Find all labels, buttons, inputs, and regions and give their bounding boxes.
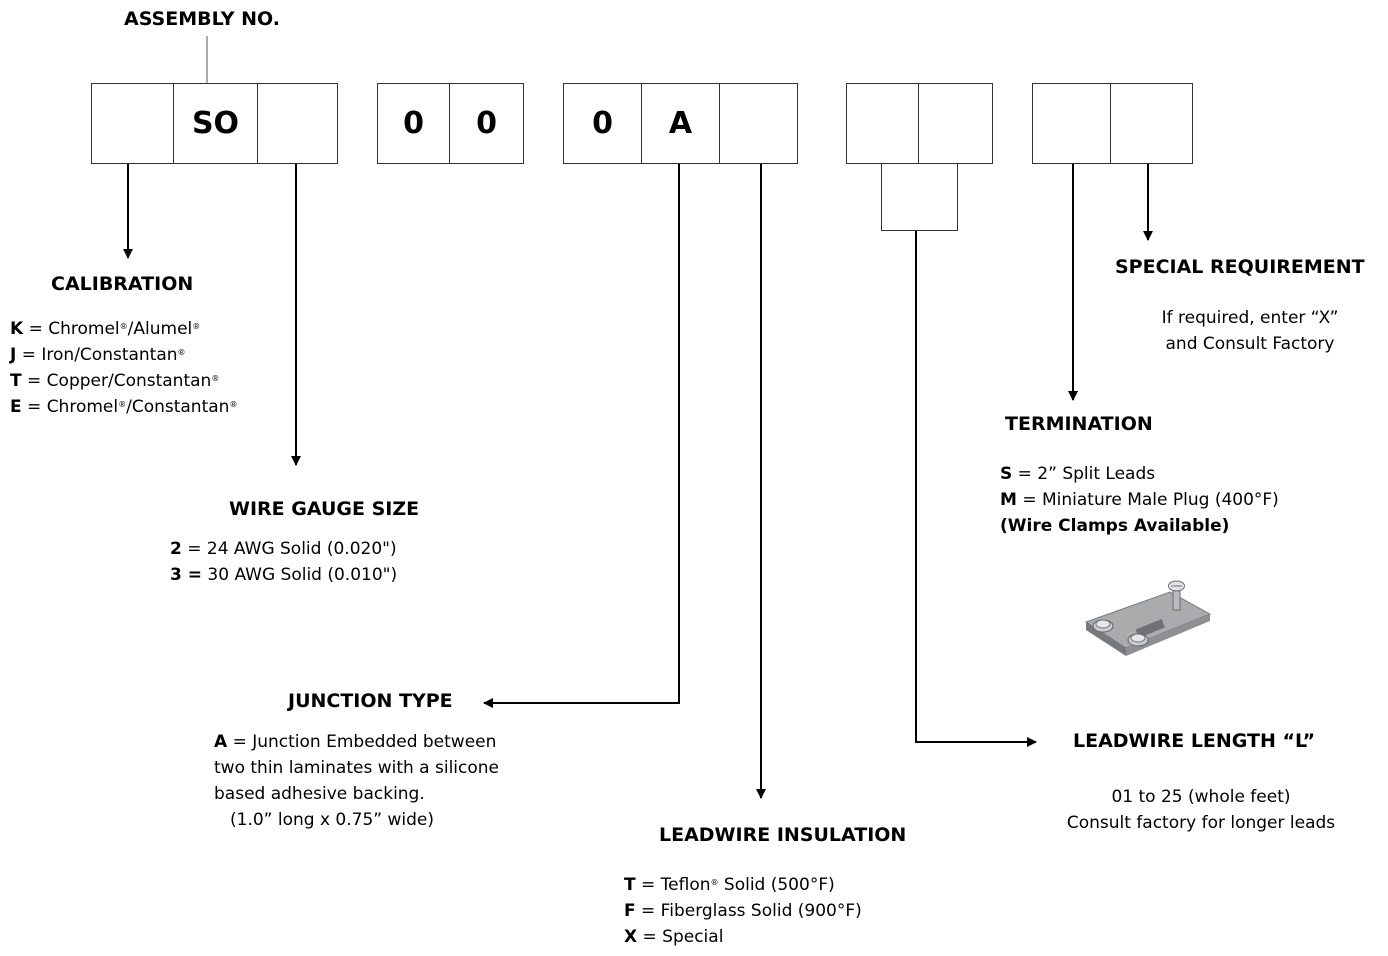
junction-type-description: A = Junction Embedded between two thin l… xyxy=(214,732,500,830)
junction-type-code-box[interactable]: A xyxy=(641,83,720,164)
fixed-digit-box-1: 0 xyxy=(377,83,450,164)
calibration-item-e: E = Chromel®/Constantan® xyxy=(10,397,238,417)
wire-gauge-code-box[interactable] xyxy=(257,83,338,164)
calibration-item-k: K = Chromel®/Alumel® xyxy=(10,319,201,339)
calibration-code-box[interactable] xyxy=(91,83,174,164)
length-lower-box[interactable] xyxy=(881,163,958,231)
calibration-title: CALIBRATION xyxy=(51,273,194,295)
length-code-box-1[interactable] xyxy=(846,83,919,164)
fixed-digit-box-2: 0 xyxy=(449,83,524,164)
termination-item-m: M = Miniature Male Plug (400°F) xyxy=(1000,490,1279,510)
assembly-number-label: ASSEMBLY NO. xyxy=(124,8,280,30)
leadwire-insulation-title: LEADWIRE INSULATION xyxy=(659,824,907,846)
insulation-code-box[interactable] xyxy=(719,83,798,164)
junction-type-title: JUNCTION TYPE xyxy=(288,690,453,712)
fixed-digit-box-3: 0 xyxy=(563,83,642,164)
leadwire-length-title: LEADWIRE LENGTH “L” xyxy=(1073,730,1316,752)
wire-clamp-image xyxy=(1084,580,1212,656)
calibration-item-t: T = Copper/Constantan® xyxy=(10,371,220,391)
wire-gauge-list: 2 = 24 AWG Solid (0.020") 3 = 30 AWG Sol… xyxy=(170,536,397,588)
termination-item-s: S = 2” Split Leads xyxy=(1000,464,1156,484)
junction-type-arrow xyxy=(483,163,680,708)
insulation-item-x: X = Special xyxy=(624,927,724,947)
insulation-item-t: T = Teflon® Solid (500°F) xyxy=(624,875,835,895)
calibration-list: K = Chromel®/Alumel® J = Iron/Constantan… xyxy=(10,316,237,420)
termination-code-box[interactable] xyxy=(1032,83,1111,164)
series-code-box: SO xyxy=(173,83,258,164)
length-code-box-2[interactable] xyxy=(918,83,993,164)
special-requirement-title: SPECIAL REQUIREMENT xyxy=(1115,256,1365,278)
insulation-item-f: F = Fiberglass Solid (900°F) xyxy=(624,901,862,921)
wire-gauge-item-3: 3 = 30 AWG Solid (0.010") xyxy=(170,565,398,585)
termination-list: S = 2” Split Leads M = Miniature Male Pl… xyxy=(1000,461,1279,539)
wire-clamps-note: (Wire Clamps Available) xyxy=(1000,516,1230,536)
leadwire-length-description: 01 to 25 (whole feet) Consult factory fo… xyxy=(1066,787,1336,833)
special-requirement-code-box[interactable] xyxy=(1110,83,1193,164)
wire-gauge-item-2: 2 = 24 AWG Solid (0.020") xyxy=(170,539,397,559)
leadwire-length-arrow xyxy=(915,230,1037,747)
special-requirement-description: If required, enter “X” and Consult Facto… xyxy=(1161,308,1339,354)
termination-title: TERMINATION xyxy=(1005,413,1153,435)
leadwire-insulation-list: T = Teflon® Solid (500°F) F = Fiberglass… xyxy=(624,872,862,950)
calibration-item-j: J = Iron/Constantan® xyxy=(10,345,186,365)
wire-gauge-title: WIRE GAUGE SIZE xyxy=(229,498,420,520)
